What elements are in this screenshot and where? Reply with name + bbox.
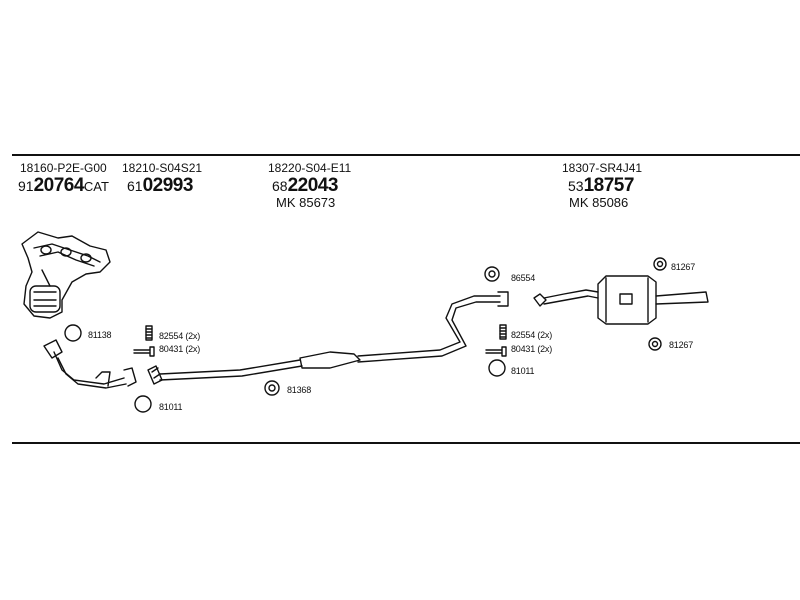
spring-82554-right-drawing: [499, 324, 507, 340]
hanger-81267-bottom-drawing: [648, 337, 662, 351]
label-hanger-81267-bottom: 81267: [669, 340, 694, 350]
label-gasket-81011-right: 81011: [511, 366, 535, 376]
label-gasket-81011-left: 81011: [159, 402, 183, 412]
bolt-80431-left-drawing: [133, 346, 155, 357]
middle-pipe-drawing: [159, 291, 509, 381]
part-code-front-pipe: 18210-S04S21: [122, 161, 203, 175]
connection-flange-drawing: [147, 365, 163, 385]
label-gasket-81138: 81138: [88, 330, 112, 340]
part-number-prefix: 61: [127, 178, 143, 194]
rear-silencer-drawing: [533, 275, 709, 325]
part-number-prefix: 53: [568, 178, 584, 194]
hanger-81267-top-drawing: [653, 257, 667, 271]
gasket-81011-right-drawing: [488, 359, 506, 377]
part-number-main: 02993: [142, 175, 194, 196]
label-spring-82554-right: 82554 (2x): [511, 330, 553, 340]
label-bolt-80431-right: 80431 (2x): [511, 344, 553, 354]
part-number-suffix: CAT: [83, 179, 109, 194]
catalytic-manifold-drawing: [21, 231, 111, 319]
top-divider-line: [12, 154, 800, 156]
part-number-front-pipe: 6102993: [127, 176, 193, 197]
label-bolt-80431-left: 80431 (2x): [159, 344, 201, 354]
part-number-prefix: 68: [272, 178, 288, 194]
part-number-catalytic: 9120764CAT: [18, 176, 109, 197]
part-code-rear-silencer: 18307-SR4J41: [562, 161, 643, 175]
part-number-prefix: 91: [18, 178, 34, 194]
front-pipe-drawing: [43, 339, 137, 389]
part-number-middle-silencer: 6822043: [272, 176, 338, 197]
part-number-main: 20764: [33, 175, 85, 196]
part-number-rear-silencer: 5318757: [568, 176, 634, 197]
label-hanger-81368: 81368: [287, 385, 312, 395]
mk-number-middle-silencer: MK 85673: [276, 195, 336, 210]
label-hanger-81267-top: 81267: [671, 262, 696, 272]
gasket-81138-drawing: [64, 324, 82, 342]
part-number-main: 18757: [583, 175, 635, 196]
label-spring-82554-left: 82554 (2x): [159, 331, 201, 341]
label-hanger-86554: 86554: [511, 273, 536, 283]
gasket-81011-left-drawing: [134, 395, 152, 413]
part-code-catalytic: 18160-P2E-G00: [20, 161, 107, 175]
part-code-middle-silencer: 18220-S04-E11: [268, 161, 352, 175]
spring-82554-left-drawing: [145, 325, 153, 341]
hanger-86554-drawing: [484, 266, 500, 282]
mk-number-rear-silencer: MK 85086: [569, 195, 629, 210]
bolt-80431-right-drawing: [485, 346, 507, 357]
hanger-81368-drawing: [264, 380, 280, 396]
part-number-main: 22043: [287, 175, 339, 196]
bottom-divider-line: [12, 442, 800, 444]
